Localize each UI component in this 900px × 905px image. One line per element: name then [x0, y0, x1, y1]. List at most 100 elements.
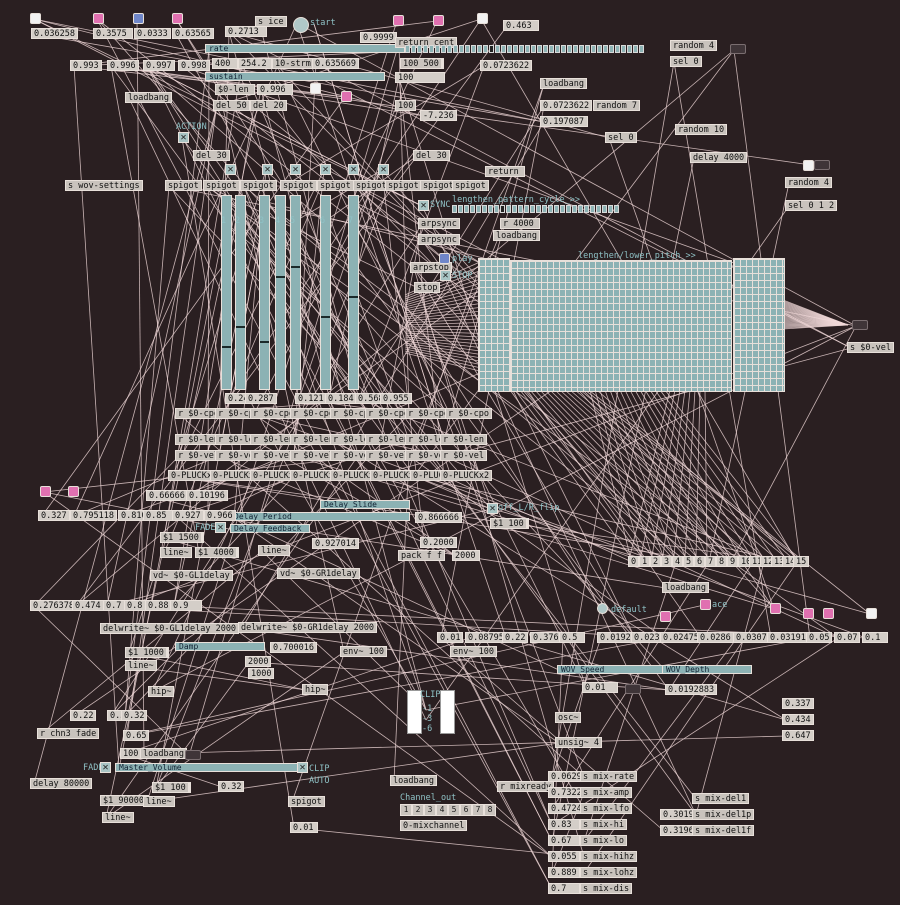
bang-top-5[interactable] — [393, 15, 404, 26]
r-chn3-fade[interactable]: r chn3 fade — [37, 728, 100, 739]
channel-radio-2[interactable]: 2 — [412, 804, 424, 816]
play-bang[interactable] — [439, 253, 450, 264]
spigot-7[interactable]: spigot — [385, 180, 422, 191]
bang-top-8[interactable] — [310, 83, 321, 94]
bang-right-3[interactable] — [700, 599, 711, 610]
delay-num-4[interactable]: 0.927 — [172, 510, 204, 521]
delay-period-slider[interactable]: Delay_Period — [230, 512, 410, 521]
channel-slider-5[interactable] — [290, 195, 301, 390]
channel-value-2[interactable]: 0.287 — [245, 393, 277, 404]
sel-digit-1[interactable]: 1 — [639, 556, 651, 567]
arpstop[interactable]: arpstop — [410, 262, 452, 273]
random-4b[interactable]: random 4 — [785, 177, 832, 188]
pattern-grid-left[interactable] — [478, 258, 510, 392]
msg-4000[interactable]: $1 4000 — [195, 547, 239, 558]
mix2-send-2[interactable]: s mix-del1f — [692, 825, 755, 836]
sync-toggle[interactable]: ✕ — [418, 200, 429, 211]
right-num-4[interactable]: 0.5 — [559, 632, 585, 643]
mix-send-0[interactable]: s mix-rate — [580, 771, 638, 782]
sel-0b[interactable]: sel 0 — [605, 132, 637, 143]
row-toggle-3[interactable]: ✕ — [290, 164, 301, 175]
r-4000[interactable]: r 4000 — [500, 218, 540, 229]
num-0-866666[interactable]: 0.866666 — [415, 512, 462, 523]
lower-num-5[interactable]: 0.9 — [170, 600, 202, 611]
num-2000[interactable]: 2000 — [452, 550, 480, 561]
line-1[interactable]: line~ — [160, 547, 192, 558]
line-3[interactable]: line~ — [125, 660, 157, 671]
row-toggle-4[interactable]: ✕ — [320, 164, 331, 175]
r-mixready[interactable]: r mixready — [497, 781, 555, 792]
delay-slide-slider[interactable]: Delay_Slide — [320, 500, 410, 509]
env-1[interactable]: env~ 100 — [340, 646, 387, 657]
mix-send-7[interactable]: s mix-dis — [580, 883, 633, 894]
default-bang[interactable] — [597, 603, 608, 614]
mixchannel[interactable]: 0-mixchannel — [400, 820, 468, 831]
fade-toggle[interactable]: ✕ — [215, 522, 226, 533]
sel-digit-7[interactable]: 7 — [705, 556, 717, 567]
random-7[interactable]: random 7 — [593, 100, 640, 111]
spigot-lower[interactable]: spigot — [288, 796, 325, 807]
send-ice[interactable]: s ice — [255, 16, 287, 27]
msg-bf[interactable]: 100 — [395, 100, 417, 111]
pattern-grid-main[interactable] — [510, 260, 732, 392]
num-2000b[interactable]: 2000 — [245, 656, 272, 667]
loadbang-top[interactable]: loadbang — [540, 78, 587, 89]
receive-len-8[interactable]: r $0-len — [440, 434, 487, 445]
num-0-32[interactable]: 0.32 — [121, 710, 148, 721]
num-0-65[interactable]: 0.65 — [123, 730, 150, 741]
bang-right-1[interactable] — [803, 160, 814, 171]
mix-send-1[interactable]: s mix-amp — [580, 787, 633, 798]
msg-100[interactable]: $1 100 — [490, 518, 529, 529]
delwrite-GL1[interactable]: delwrite~ $0-GL1delay 2000 — [100, 623, 240, 634]
right-val-0[interactable]: 0.337 — [782, 698, 814, 709]
loadbang-left[interactable]: loadbang — [125, 92, 172, 103]
action-toggle[interactable]: ✕ — [178, 132, 189, 143]
num-0-32b[interactable]: 0.32 — [218, 781, 245, 792]
channel-radio-1[interactable]: 1 — [400, 804, 412, 816]
lower-num-0[interactable]: 0.276378 — [30, 600, 77, 611]
num-0-2000[interactable]: 0.2000 — [420, 537, 457, 548]
bang-right-4[interactable] — [770, 603, 781, 614]
pack-ff[interactable]: pack f f — [398, 550, 445, 561]
bang-delay-1[interactable] — [40, 486, 51, 497]
loadbang-mid[interactable]: loadbang — [493, 230, 540, 241]
channel-radio-3[interactable]: 3 — [424, 804, 436, 816]
channel-slider-1[interactable] — [221, 195, 232, 390]
num-0-463[interactable]: 0.463 — [503, 20, 539, 31]
num-row2-3[interactable]: 0.998 — [178, 60, 210, 71]
right-num-13[interactable]: 0.1 — [862, 632, 888, 643]
spigot-1[interactable]: spigot — [165, 180, 202, 191]
random-4[interactable]: random 4 — [670, 40, 717, 51]
bang-right-7[interactable] — [866, 608, 877, 619]
num-0-036258[interactable]: 0.036258 — [31, 28, 78, 39]
right-num-2[interactable]: 0.22 — [502, 632, 529, 643]
right-num-0[interactable]: 0.01 — [437, 632, 464, 643]
send-10-strm[interactable]: 10-strm — [272, 58, 314, 69]
num-row2-2[interactable]: 0.997 — [143, 60, 175, 71]
channel-radio-6[interactable]: 6 — [460, 804, 472, 816]
num-0-63565[interactable]: 0.63565 — [172, 28, 214, 39]
spigot-3[interactable]: spigot — [240, 180, 277, 191]
channel-radio-5[interactable]: 5 — [448, 804, 460, 816]
sustain-slider[interactable]: sustain — [205, 72, 385, 81]
mix-send-4[interactable]: s mix-lo — [580, 835, 627, 846]
delay-80000[interactable]: delay 80000 — [30, 778, 93, 789]
master-fade-toggle[interactable]: ✕ — [100, 762, 111, 773]
pattern-seg[interactable] — [452, 205, 619, 213]
sel-digit-4[interactable]: 4 — [672, 556, 684, 567]
master-volume-slider[interactable]: Master_Volume — [115, 763, 305, 772]
num-0-0333[interactable]: 0.0333 — [134, 28, 171, 39]
del-50[interactable]: del 50 — [213, 100, 250, 111]
rate-slider[interactable]: rate — [205, 44, 405, 53]
num-0-0723622[interactable]: 0.0723622 — [480, 60, 533, 71]
sel-digit-6[interactable]: 6 — [694, 556, 706, 567]
num-row2-1[interactable]: 0.996 — [107, 60, 139, 71]
line-5[interactable]: line~ — [102, 812, 134, 823]
delay-feedback-slider[interactable]: Delay_Feedback — [230, 524, 310, 533]
pattern-seg-top[interactable] — [405, 45, 644, 53]
bang-right-5[interactable] — [803, 608, 814, 619]
loadbang-right[interactable]: loadbang — [662, 582, 709, 593]
delay-num-5[interactable]: 0.966 — [204, 510, 236, 521]
num-0-01[interactable]: 0.01 — [290, 822, 318, 833]
